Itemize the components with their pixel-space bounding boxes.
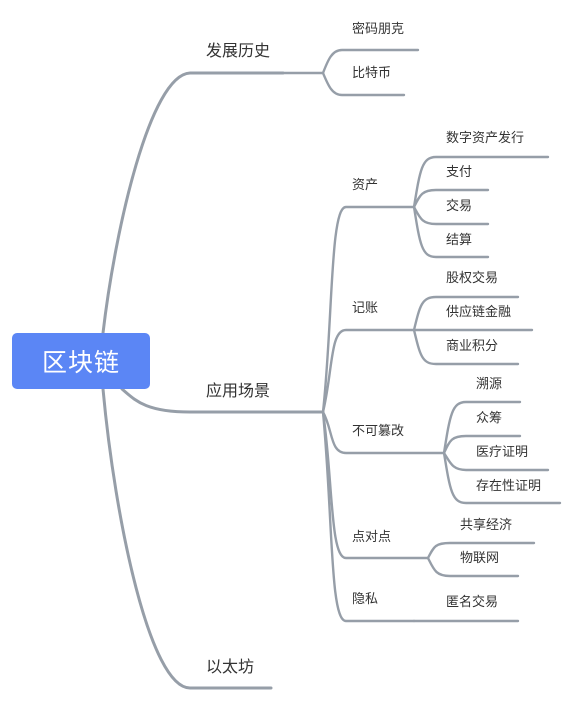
leaf-medical-proof[interactable]: 医疗证明 bbox=[476, 445, 529, 460]
node-ledger[interactable]: 记账 bbox=[352, 301, 379, 316]
connector-apps-ledger bbox=[321, 328, 416, 414]
leaf-payment[interactable]: 支付 bbox=[446, 165, 473, 180]
node-privacy[interactable]: 隐私 bbox=[352, 592, 379, 607]
leaf-business-points[interactable]: 商业积分 bbox=[446, 339, 499, 354]
connector-apps-privacy bbox=[321, 410, 416, 623]
connector-history-cypherpunk bbox=[321, 48, 420, 75]
connector-assets-payment bbox=[412, 188, 490, 209]
branch-history[interactable]: 发展历史 bbox=[206, 41, 271, 60]
leaf-supply-chain-finance[interactable]: 供应链金融 bbox=[446, 305, 512, 320]
leaf-equity-trading[interactable]: 股权交易 bbox=[446, 271, 499, 286]
connector-immutable-trace bbox=[442, 400, 522, 455]
connector-root-history bbox=[101, 71, 285, 335]
connector-root-applications bbox=[120, 387, 325, 414]
node-immutable[interactable]: 不可篡改 bbox=[352, 424, 405, 439]
node-p2p[interactable]: 点对点 bbox=[352, 530, 392, 545]
connector-apps-assets bbox=[321, 205, 416, 414]
connector-immutable-existence bbox=[442, 451, 562, 505]
node-bitcoin[interactable]: 比特币 bbox=[352, 66, 392, 81]
node-cypherpunk[interactable]: 密码朋克 bbox=[352, 22, 405, 37]
connector-assets-settlement bbox=[412, 205, 490, 259]
connector-p2p-sharing bbox=[426, 541, 536, 560]
leaf-crowdfunding[interactable]: 众筹 bbox=[476, 411, 503, 426]
leaf-anonymous-trading[interactable]: 匿名交易 bbox=[446, 595, 499, 610]
connector-assets-trading bbox=[412, 205, 490, 226]
connector-assets-issuance bbox=[412, 155, 550, 209]
branch-applications[interactable]: 应用场景 bbox=[206, 381, 271, 400]
leaf-settlement[interactable]: 结算 bbox=[446, 233, 473, 248]
leaf-traceability[interactable]: 溯源 bbox=[476, 377, 503, 392]
leaf-sharing-economy[interactable]: 共享经济 bbox=[460, 518, 513, 533]
connector-p2p-iot bbox=[426, 556, 520, 578]
branch-ethereum[interactable]: 以太坊 bbox=[206, 657, 255, 676]
leaf-trading[interactable]: 交易 bbox=[446, 199, 473, 214]
connector-apps-immutable bbox=[321, 410, 446, 455]
connector-root-ethereum bbox=[101, 387, 273, 690]
leaf-digital-asset-issuance[interactable]: 数字资产发行 bbox=[446, 131, 525, 146]
leaf-iot[interactable]: 物联网 bbox=[460, 551, 500, 566]
connector-ledger-points bbox=[412, 328, 520, 366]
leaf-existence-proof[interactable]: 存在性证明 bbox=[476, 479, 542, 494]
connector-immutable-medical bbox=[442, 451, 550, 472]
root-node[interactable]: 区块链 bbox=[12, 333, 150, 389]
connector-immutable-crowdfund bbox=[442, 434, 522, 455]
connector-history-bitcoin bbox=[321, 71, 406, 97]
connector-ledger-equity bbox=[412, 295, 520, 332]
node-assets[interactable]: 资产 bbox=[352, 178, 379, 193]
